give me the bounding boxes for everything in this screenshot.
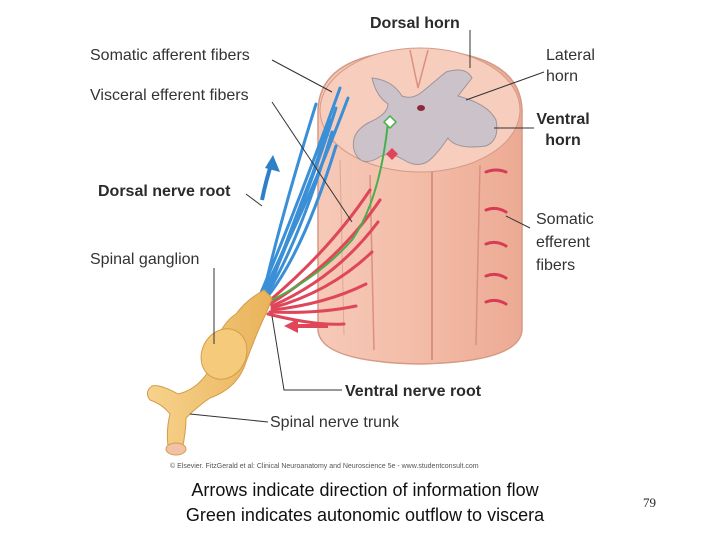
ventral-horn-neuron <box>386 148 398 160</box>
label-spinal-nerve-trunk: Spinal nerve trunk <box>270 414 399 431</box>
label-ventral-nerve-root: Ventral nerve root <box>345 383 482 400</box>
dorsal-root-fibers <box>256 86 350 302</box>
label-dorsal-horn: Dorsal horn <box>370 15 460 32</box>
label-somatic-efferent-line2: efferent <box>536 234 590 251</box>
efferent-direction-arrow <box>284 319 328 333</box>
caption-line2: Green indicates autonomic outflow to vis… <box>185 505 545 525</box>
label-somatic-efferent-line1: Somatic <box>536 211 594 228</box>
figure-credit: © Elsevier. FitzGerald et al: Clinical N… <box>170 463 479 470</box>
label-dorsal-nerve-root: Dorsal nerve root <box>98 183 231 200</box>
cord-rootlets <box>484 168 508 306</box>
grey-matter <box>352 69 498 165</box>
caption-line1: Arrows indicate direction of information… <box>191 480 539 500</box>
label-lateral-horn-line2: horn <box>546 68 579 85</box>
spinal-nerve <box>146 289 273 456</box>
label-visceral-efferent-fibers: Visceral efferent fibers <box>90 87 249 104</box>
afferent-direction-arrow <box>260 155 280 201</box>
label-ventral-horn-line1: Ventral <box>536 111 590 128</box>
leader-lines <box>189 30 545 423</box>
label-ventral-horn-line2: horn <box>545 132 581 149</box>
autonomic-fiber <box>271 114 398 301</box>
label-lateral-horn-line1: Lateral <box>546 47 595 64</box>
ventral-root-fibers <box>266 188 382 326</box>
label-somatic-afferent-fibers: Somatic afferent fibers <box>90 47 250 64</box>
label-spinal-ganglion: Spinal ganglion <box>90 251 200 268</box>
page-number: 79 <box>643 495 656 510</box>
label-somatic-efferent-line3: fibers <box>536 257 576 274</box>
